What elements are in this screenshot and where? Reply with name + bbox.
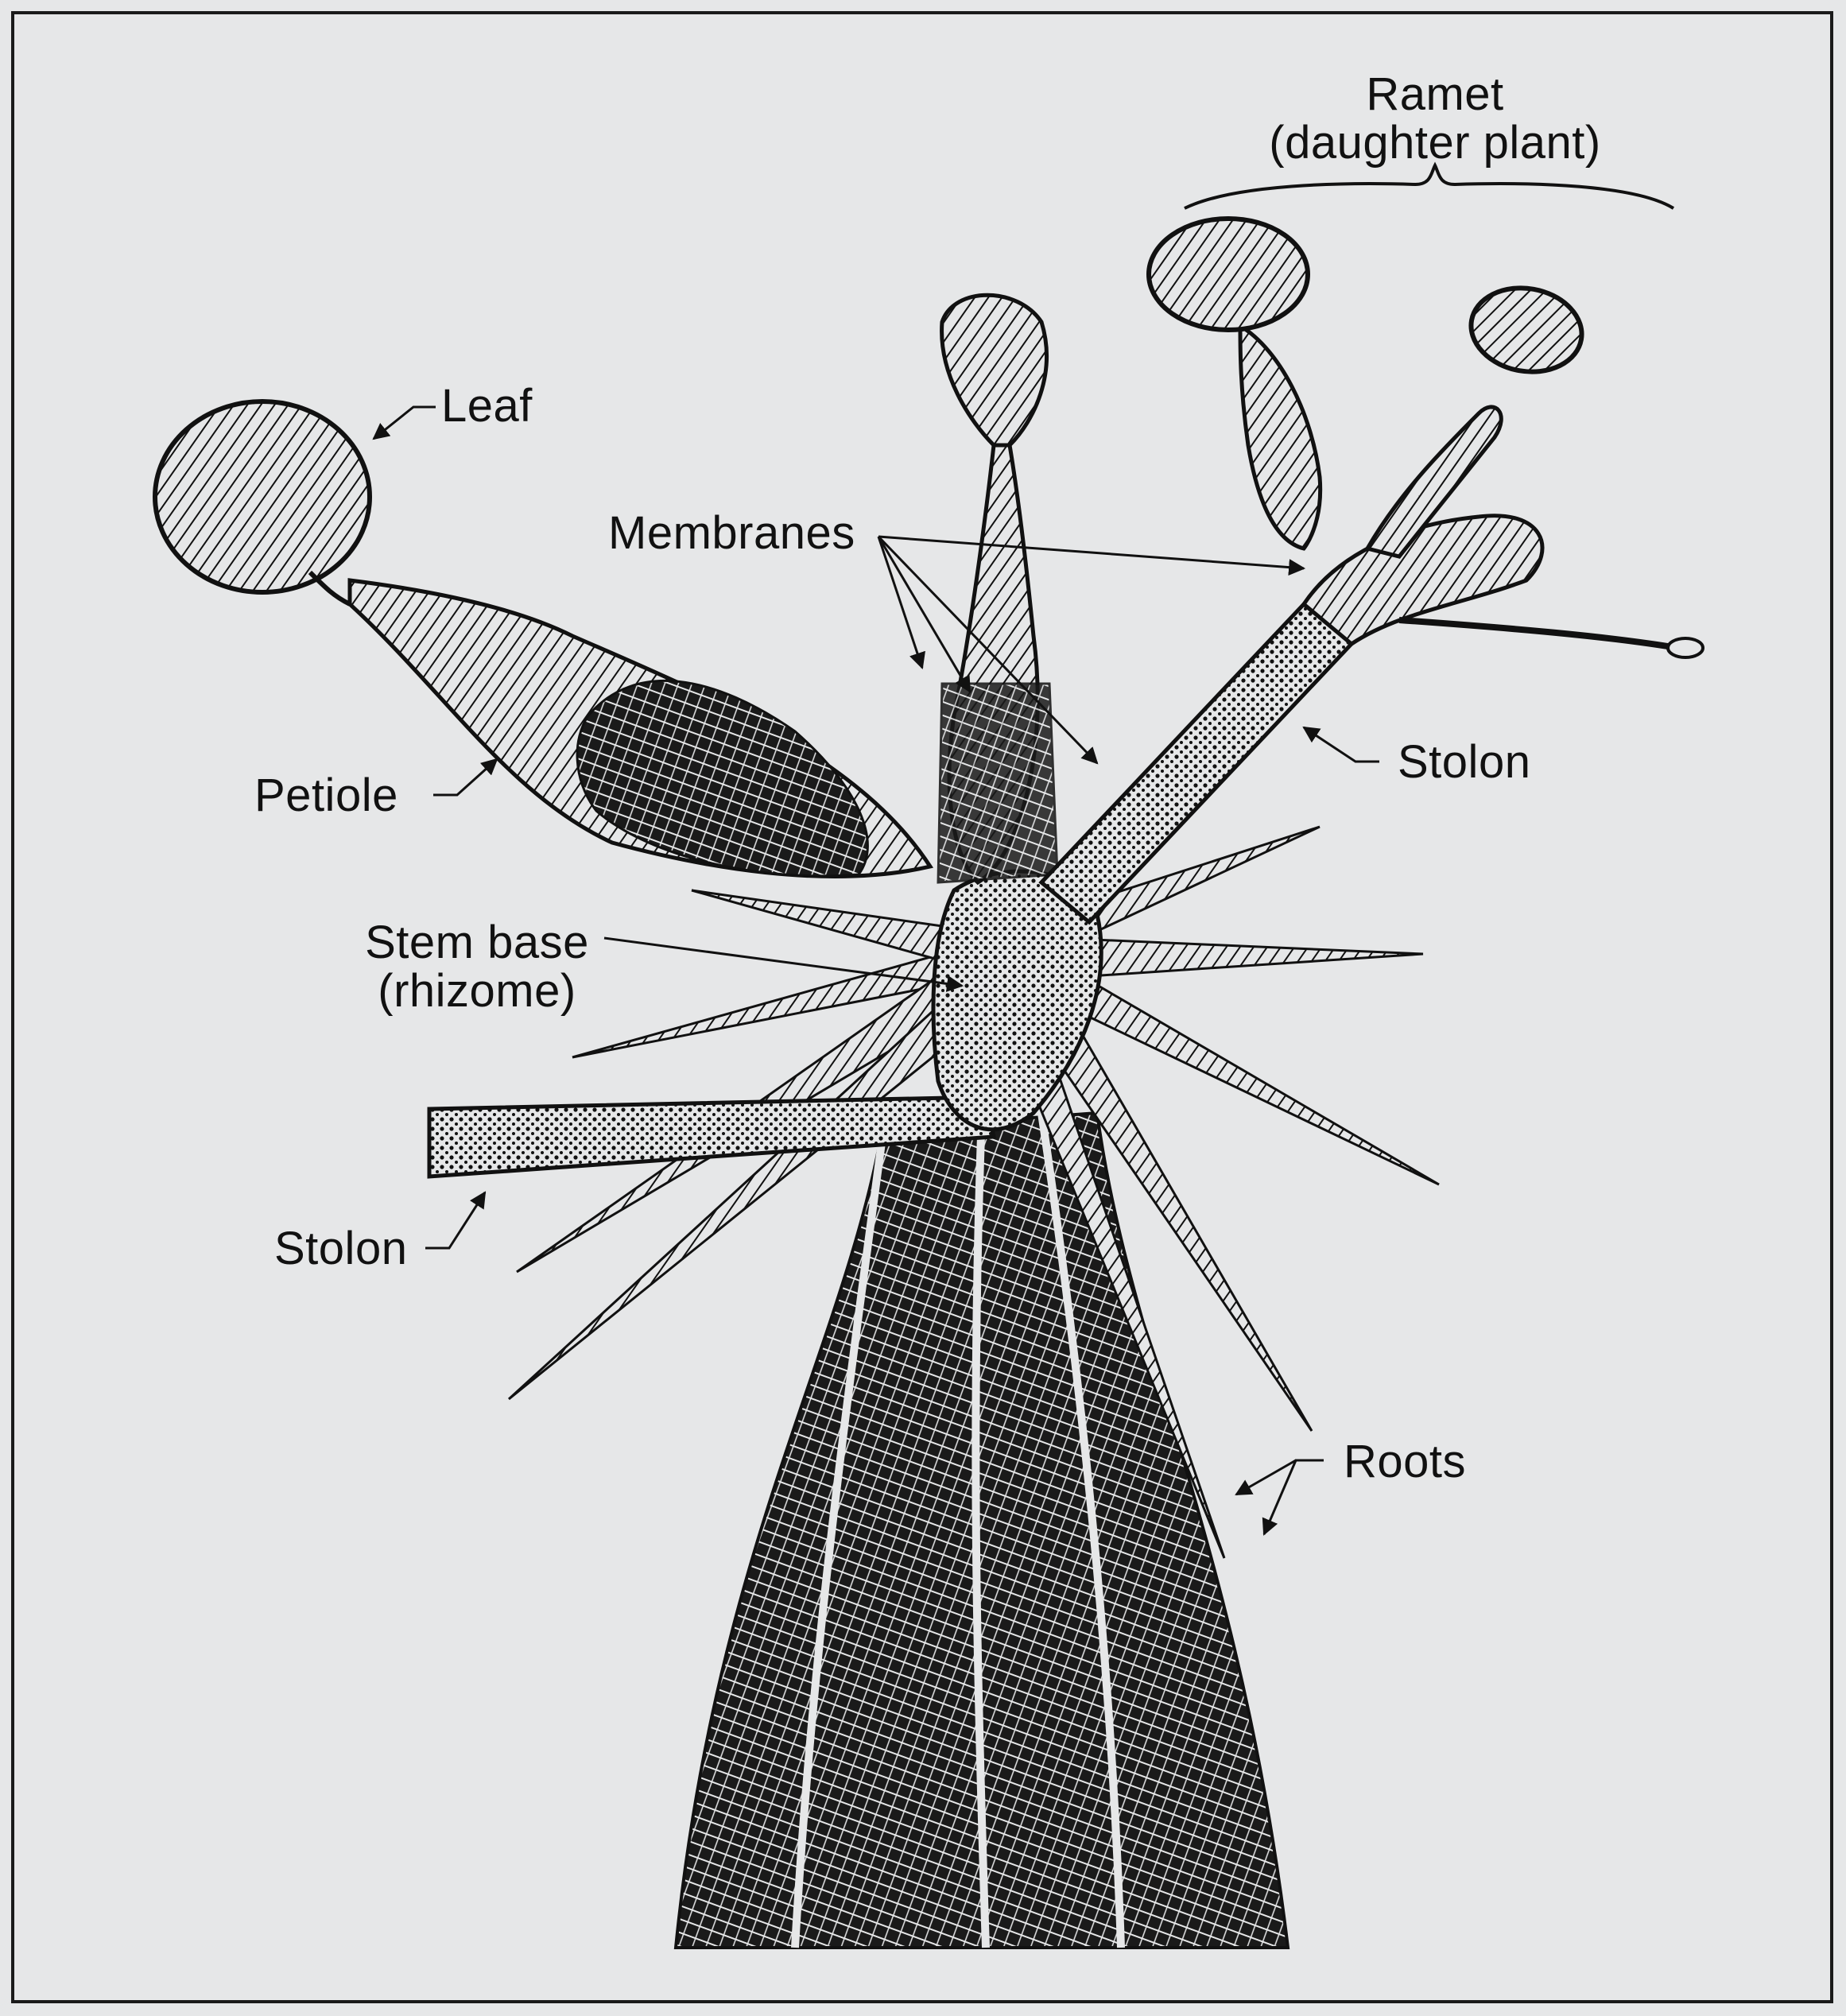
stem-base-label-subtitle: (rhizome)	[342, 967, 612, 1015]
stem-base-label: Stem base (rhizome)	[342, 918, 612, 1016]
ramet-brace	[1185, 165, 1673, 208]
ramet-label-subtitle: (daughter plant)	[1228, 118, 1642, 167]
roots-label: Roots	[1344, 1437, 1466, 1486]
lower-stolon-label: Stolon	[274, 1224, 407, 1273]
ramet-drawing	[1149, 219, 1588, 556]
upper-stolon-label: Stolon	[1398, 738, 1530, 786]
leaf-label: Leaf	[441, 382, 533, 430]
central-leaf-drawing	[938, 295, 1057, 882]
ramet-label-title: Ramet	[1228, 70, 1642, 118]
ramet-label: Ramet (daughter plant)	[1228, 70, 1642, 168]
upper-stolon-drawing	[1041, 516, 1703, 922]
stem-base-label-title: Stem base	[342, 918, 612, 967]
membranes-label: Membranes	[608, 509, 855, 557]
petiole-label: Petiole	[254, 771, 398, 820]
